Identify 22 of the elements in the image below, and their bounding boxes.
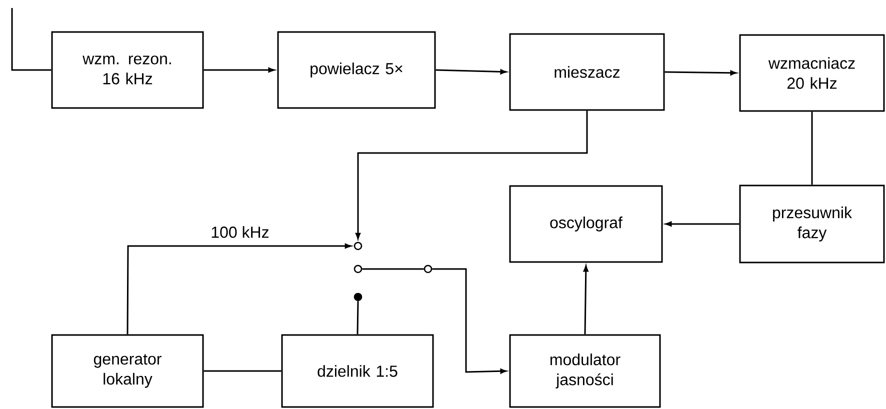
arrow	[436, 69, 507, 74]
block-box: modulator jasności	[509, 334, 661, 408]
switch-contact	[354, 292, 362, 302]
block-box: powielacz 5×	[277, 31, 436, 109]
block-box: dzielnik 1:5	[281, 334, 434, 408]
switch-contact	[424, 264, 432, 274]
block-box: wzmacniacz 20 kHz	[739, 34, 885, 112]
switch-contact	[354, 264, 362, 274]
arrow	[432, 268, 507, 374]
arrow	[665, 221, 740, 226]
arrow	[204, 67, 275, 72]
arrow	[356, 110, 588, 240]
arrow	[126, 243, 352, 334]
arrow	[664, 70, 737, 76]
block-box: oscylograf	[509, 185, 663, 263]
block-box: wzm. rezon. 16 kHz	[51, 31, 204, 109]
arrow	[583, 265, 588, 334]
block-box: mieszacz	[509, 33, 665, 111]
block-box: generator lokalny	[51, 334, 204, 408]
switch-contact	[354, 242, 362, 250]
edge-label: 100 kHz	[210, 225, 270, 239]
block-box: przesuwnik fazy	[739, 184, 885, 264]
